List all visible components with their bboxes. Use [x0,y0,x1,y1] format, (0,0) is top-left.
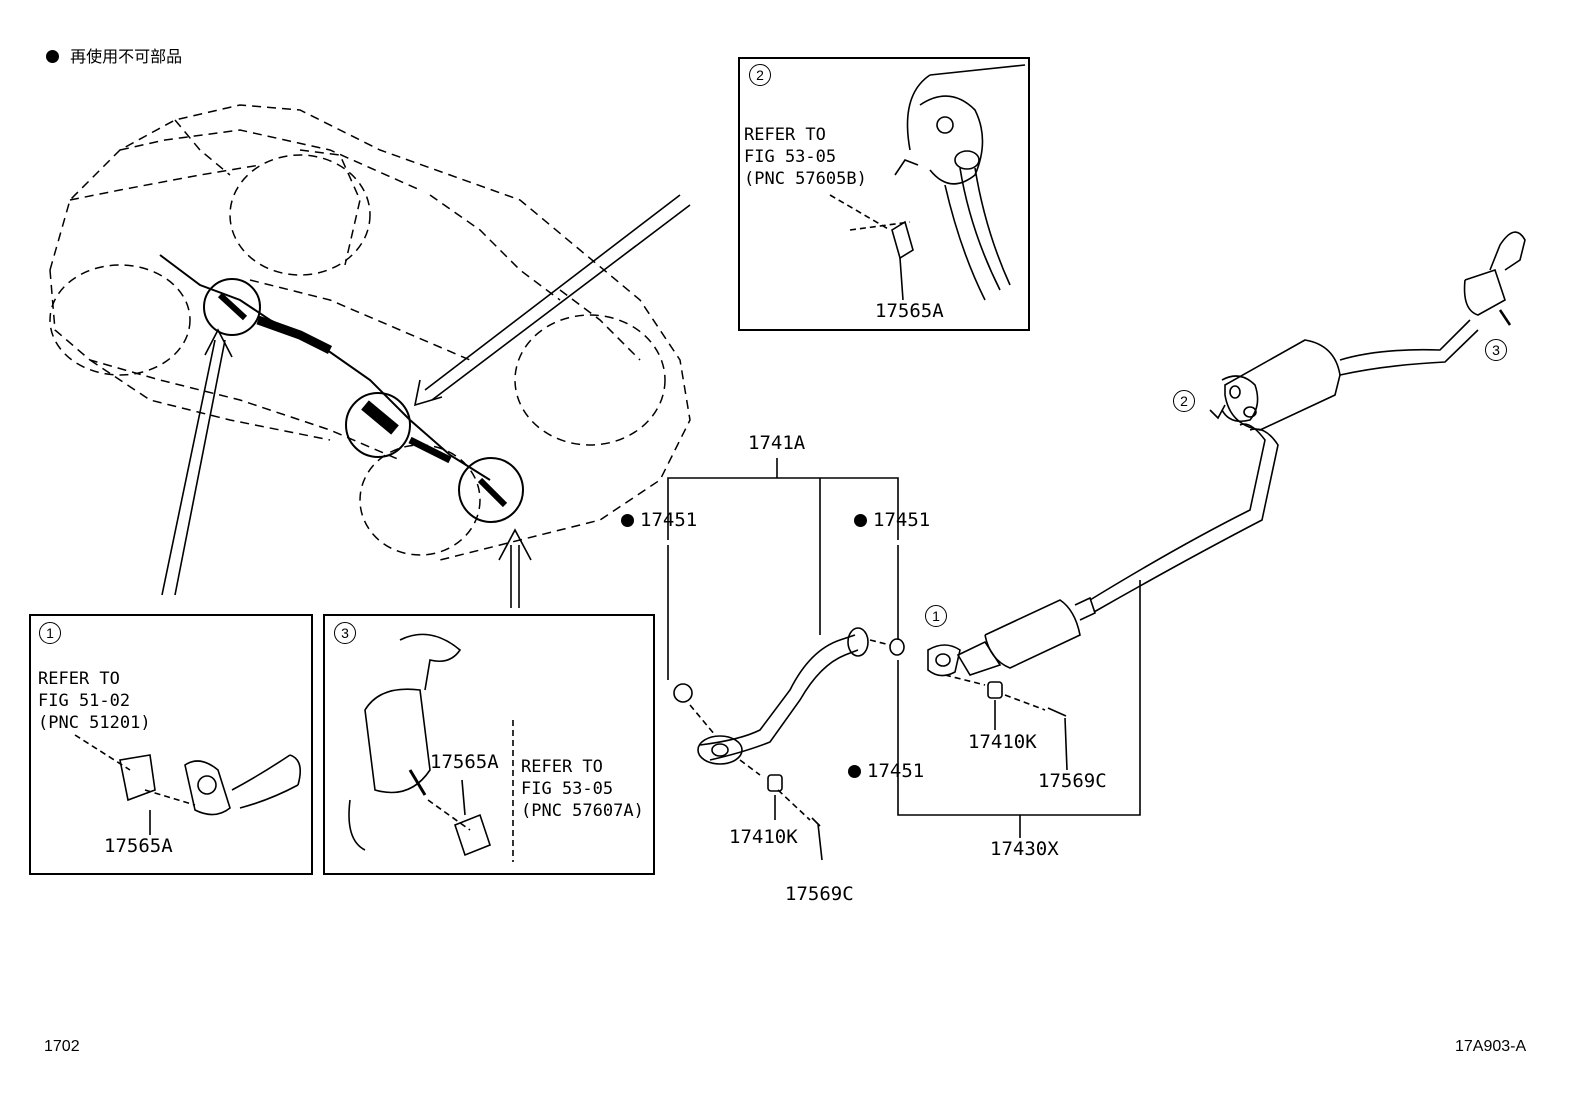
part-17410K-left: 17410K [729,826,798,848]
legend-non-reusable: 再使用不可部品 [46,46,182,68]
inset1-drawing [74,734,301,835]
marker-3-main: 3 [1485,339,1507,361]
marker-2-main: 2 [1173,390,1195,412]
callout-arrows [161,194,691,608]
inset-marker-2: 2 [749,64,771,86]
inset3-drawing [348,633,514,862]
inset1-note: REFER TO FIG 51-02 (PNC 51201) [38,669,151,733]
inset-marker-1: 1 [39,622,61,644]
inset2-part-label: 17565A [875,300,944,322]
part-17451-mid-text: 17451 [873,509,931,531]
part-17430X: 17430X [990,838,1059,860]
footer-right-code: 17A903-A [1455,1038,1527,1055]
part-17569C-left: 17569C [785,883,854,905]
inset-box-3 [323,614,655,875]
part-1741A: 1741A [748,432,806,454]
part-17569C-right: 17569C [1038,770,1107,792]
vehicle-underbody-outline [49,104,691,561]
inset-marker-3: 3 [334,622,356,644]
footer-left-code: 1702 [44,1038,80,1055]
part-17451-low-text: 17451 [867,760,925,782]
marker-1-main: 1 [925,605,947,627]
inset2-drawing [829,64,1026,301]
inset-box-2 [738,57,1030,331]
inset-box-1 [29,614,313,875]
vehicle-exhaust-pipe [159,254,524,523]
part-17451-left-text: 17451 [640,509,698,531]
inset1-part-label: 17565A [104,835,173,857]
part-17451-low: 17451 [848,760,924,782]
inset2-note: REFER TO FIG 53-05 (PNC 57605B) [744,125,867,189]
part-17451-left: 17451 [621,509,697,531]
inset3-note: REFER TO FIG 53-05 (PNC 57607A) [521,757,644,821]
part-17410K-right: 17410K [968,731,1037,753]
inset3-part-label: 17565A [430,751,499,773]
legend-text: 再使用不可部品 [70,47,183,66]
part-17451-mid: 17451 [854,509,930,531]
